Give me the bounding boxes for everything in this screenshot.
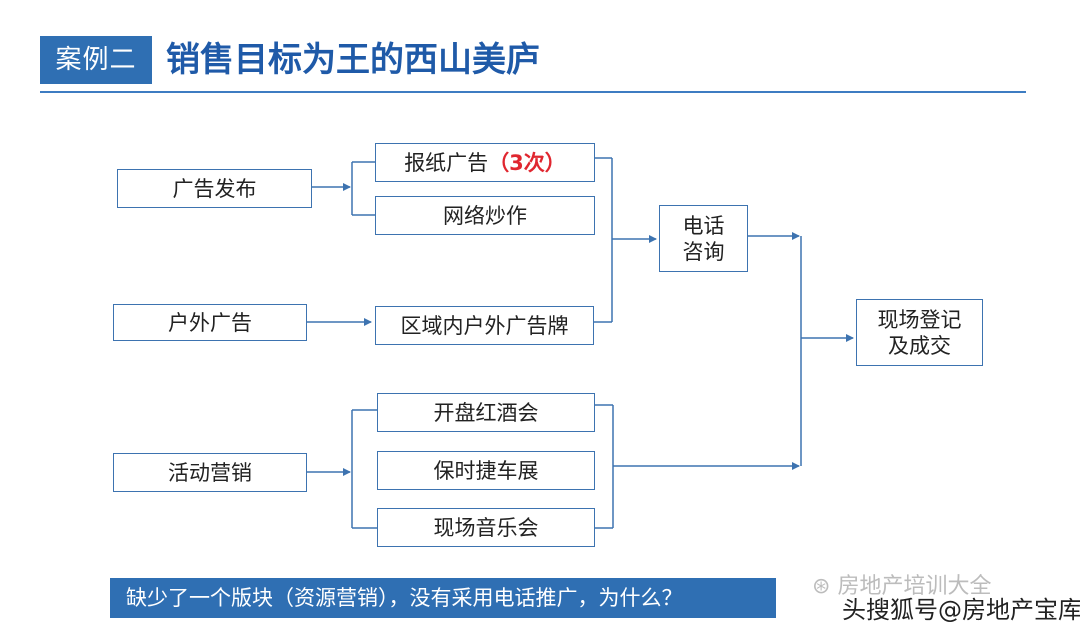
newspaper-count-badge: （3次） [488, 150, 566, 175]
node-phone-line1: 电话 [682, 213, 725, 238]
node-red-wine-party: 开盘红酒会 [377, 393, 595, 432]
page-title: 销售目标为王的西山美庐 [166, 40, 540, 80]
node-event-marketing: 活动营销 [113, 453, 307, 492]
node-billboard: 区域内户外广告牌 [375, 306, 594, 345]
node-outdoor-ad: 户外广告 [113, 304, 307, 341]
node-phone-consult: 电话 咨询 [659, 205, 748, 272]
node-porsche-show: 保时捷车展 [377, 451, 595, 490]
sohu-watermark: 头搜狐号@房地产宝库 [842, 596, 1080, 624]
node-newspaper-label: 报纸广告 [404, 150, 489, 175]
wechat-watermark-text: 房地产培训大全 [837, 574, 992, 599]
node-phone-line2: 咨询 [682, 239, 725, 264]
title-divider [40, 91, 1026, 93]
node-visit-line1: 现场登记 [877, 307, 962, 332]
node-online-hype: 网络炒作 [375, 196, 595, 235]
node-onsite-deal: 现场登记 及成交 [856, 299, 983, 366]
question-banner: 缺少了一个版块（资源营销），没有采用电话推广，为什么？ [110, 578, 776, 618]
node-ad-release: 广告发布 [117, 169, 312, 208]
wechat-icon: ⊛ [812, 574, 831, 599]
node-newspaper-ad: 报纸广告（3次） [375, 143, 595, 182]
wechat-watermark: ⊛ 房地产培训大全 [812, 568, 991, 600]
case-badge: 案例二 [40, 36, 152, 84]
node-visit-line2: 及成交 [888, 333, 951, 358]
node-concert: 现场音乐会 [377, 508, 595, 547]
